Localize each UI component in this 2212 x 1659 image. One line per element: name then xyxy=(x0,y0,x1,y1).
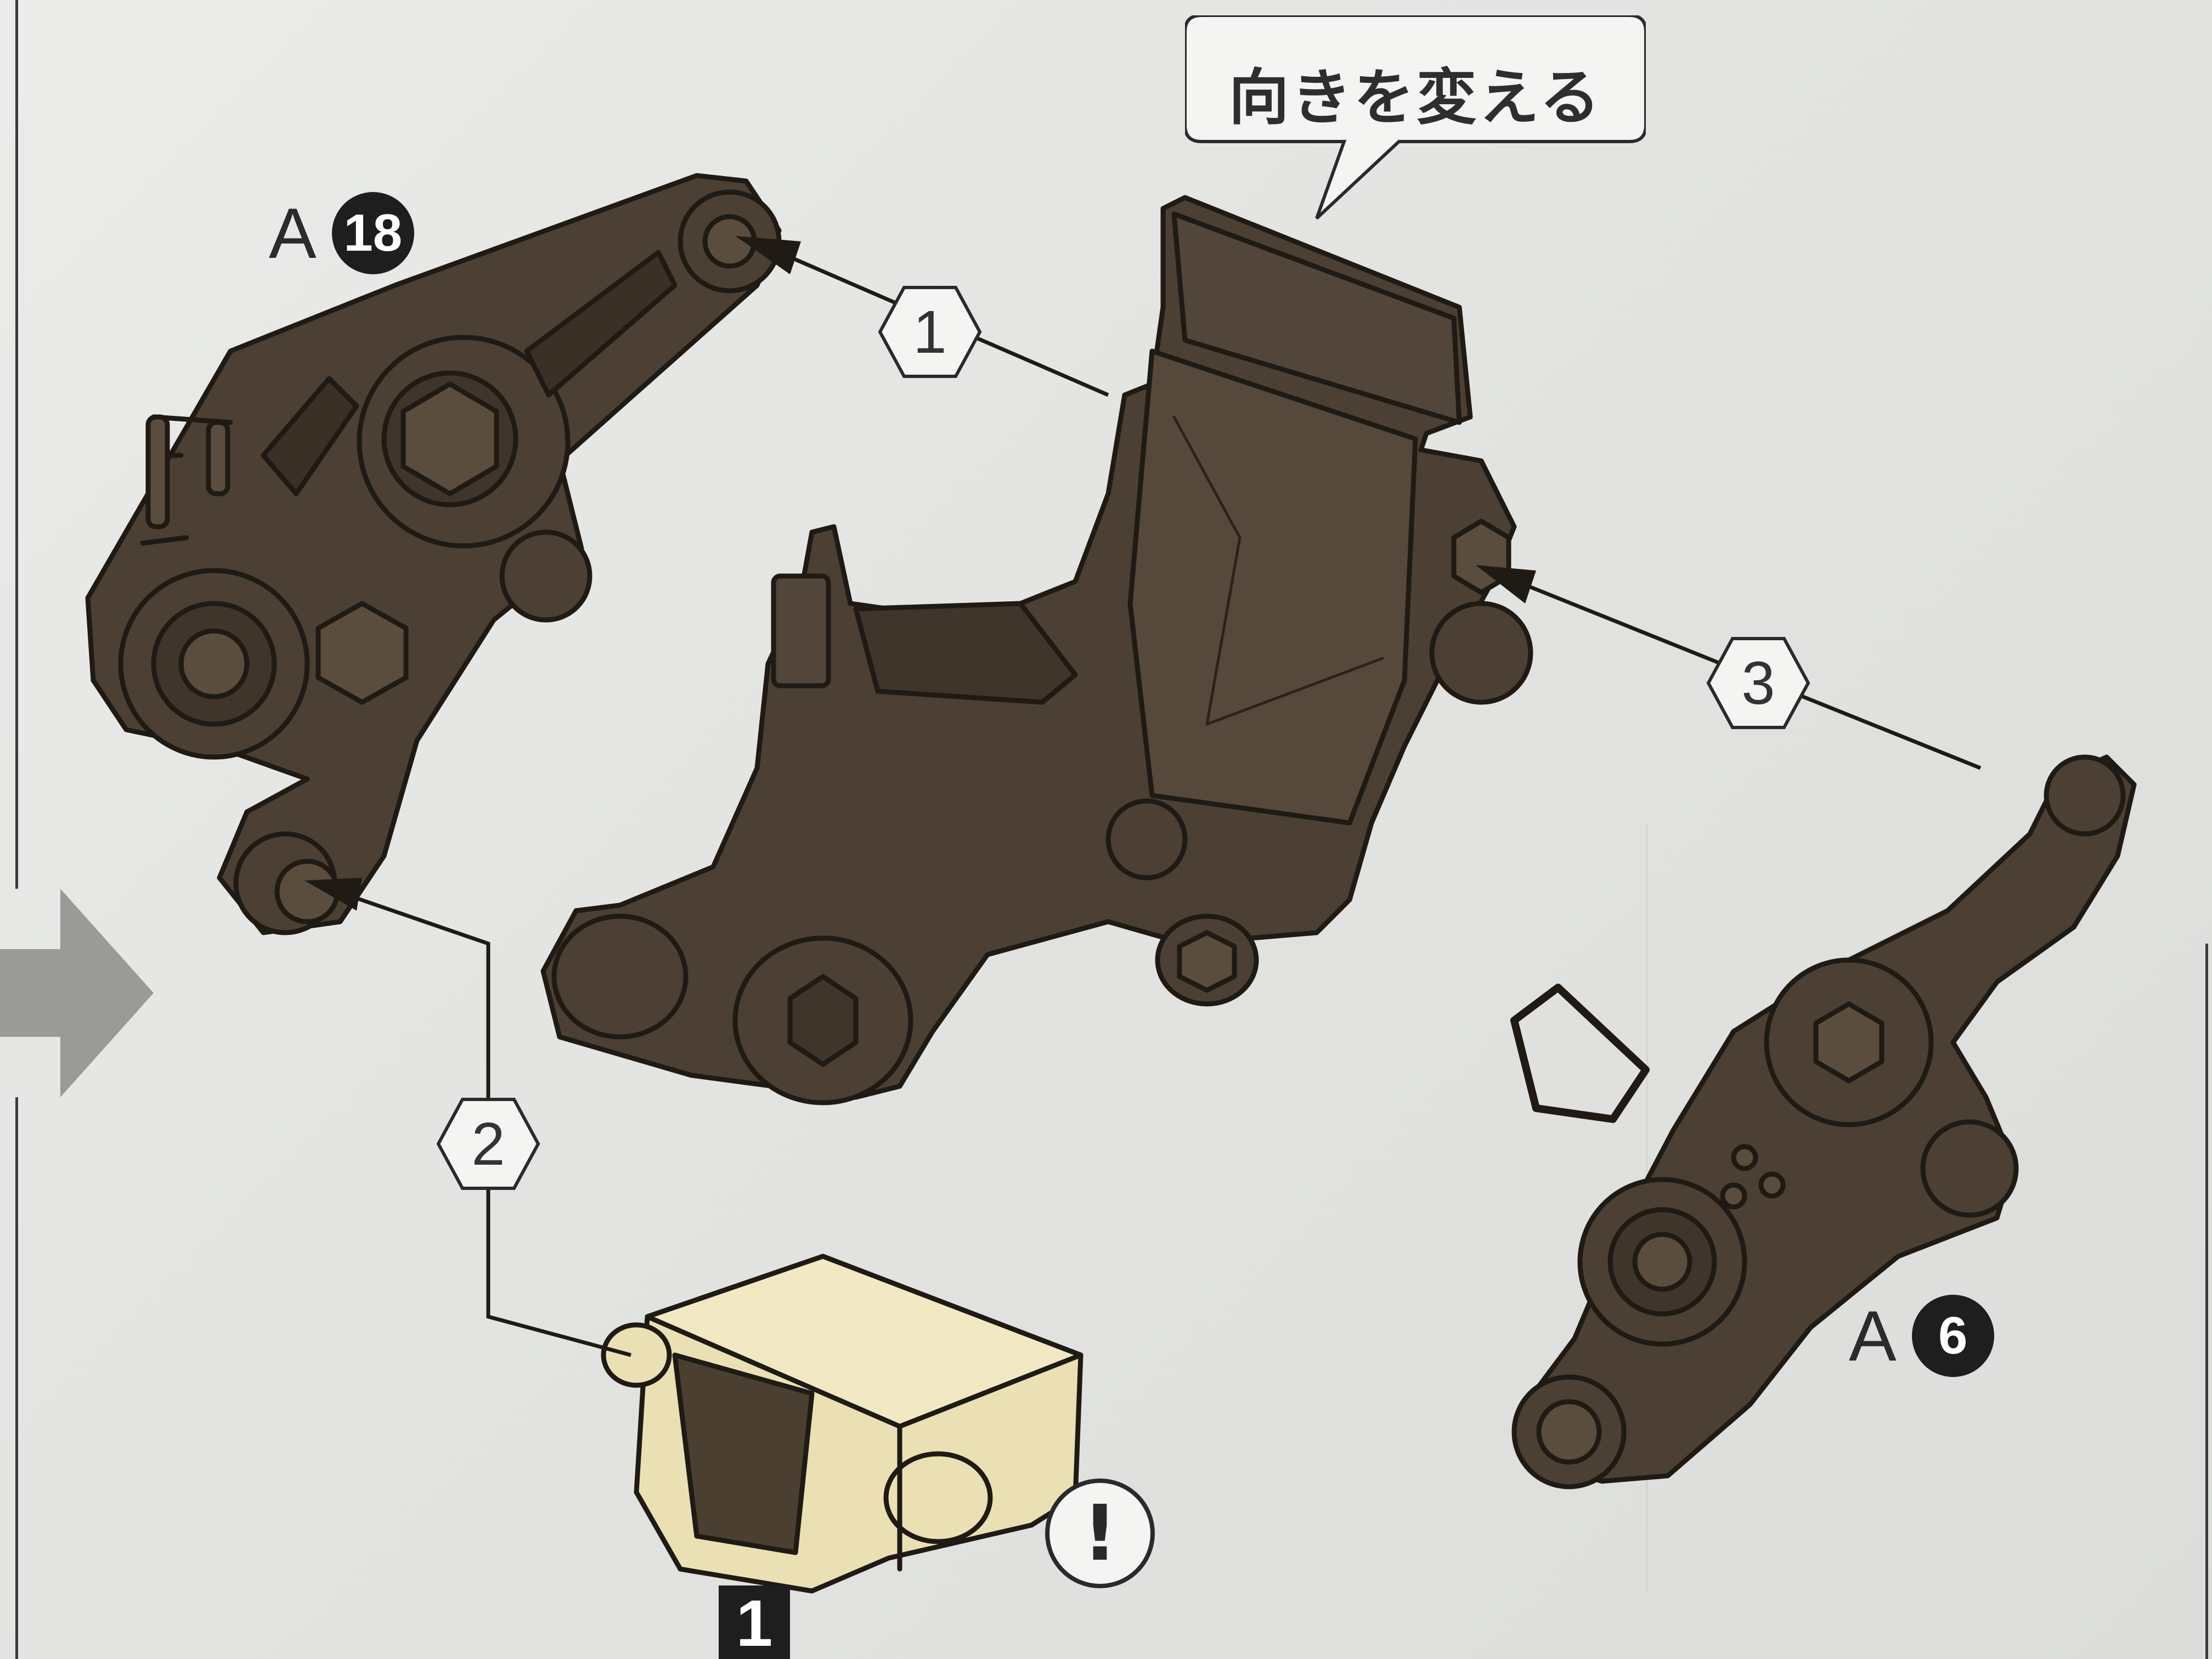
part-label-a6: A 6 xyxy=(1849,1295,1994,1377)
exclamation-icon: ! xyxy=(1045,1479,1155,1588)
panel-border-left xyxy=(15,0,18,889)
frame-part-a6 xyxy=(1510,754,2137,1489)
part-letter: A xyxy=(269,193,317,273)
callout-text: 向きを変える xyxy=(1228,63,1602,133)
step-marker-1: 1 xyxy=(878,285,982,379)
part-label-a18: A 18 xyxy=(269,192,414,274)
arrow-right-icon xyxy=(0,889,154,1097)
step-marker-2: 2 xyxy=(436,1097,540,1190)
step-marker-3: 3 xyxy=(1706,636,1810,730)
step-marker-number: 1 xyxy=(913,298,947,366)
frame-part-a18 xyxy=(85,173,782,935)
cream-part xyxy=(601,1254,1084,1594)
part-number-badge: 6 xyxy=(1911,1295,1994,1377)
step-number-box: 1 xyxy=(719,1585,790,1659)
seat-part xyxy=(540,195,1533,1105)
panel-border-left-lower xyxy=(15,1097,18,1659)
part-number-badge: 18 xyxy=(331,192,414,274)
part-letter: A xyxy=(1849,1296,1897,1376)
arrow-heads xyxy=(304,236,1536,911)
step-marker-number: 2 xyxy=(471,1110,505,1178)
step-marker-number: 3 xyxy=(1741,649,1775,717)
callout-bubble: 向きを変える xyxy=(1185,15,1646,220)
panel-border-right xyxy=(2205,944,2208,1659)
